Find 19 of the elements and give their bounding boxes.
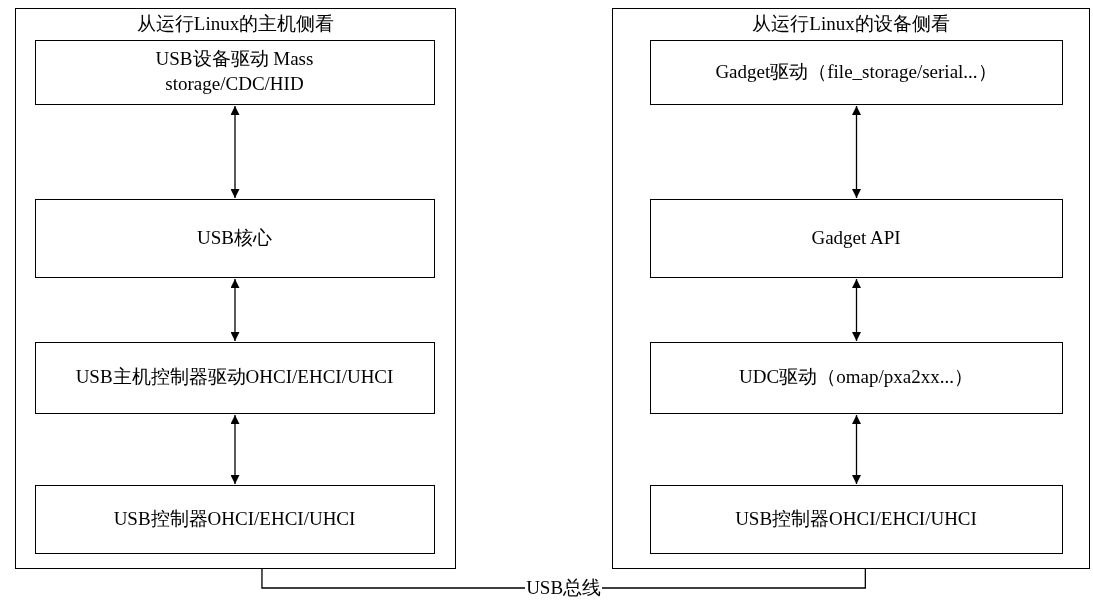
layer-box: Gadget驱动（file_storage/serial...） [649,39,1063,105]
arrow [230,278,240,342]
layer-box: USB核心 [34,198,435,278]
group-box [612,8,1090,569]
layer-box: USB主机控制器驱动OHCI/EHCI/UHCI [34,341,435,414]
group-title: 从运行Linux的主机侧看 [136,12,335,36]
arrow [852,105,861,199]
layer-box: USB控制器OHCI/EHCI/UHCI [649,484,1063,554]
arrow [852,414,861,485]
layer-box: USB设备驱动 Mass storage/CDC/HID [34,39,435,105]
arrow [852,278,861,342]
layer-box: UDC驱动（omap/pxa2xx...） [649,341,1063,414]
bus-line [261,568,866,589]
arrow [230,105,240,199]
layer-box: USB控制器OHCI/EHCI/UHCI [34,484,435,554]
arrow [230,414,240,485]
group-title: 从运行Linux的设备侧看 [752,12,950,36]
layer-box: Gadget API [649,198,1063,278]
group-box [15,8,456,569]
